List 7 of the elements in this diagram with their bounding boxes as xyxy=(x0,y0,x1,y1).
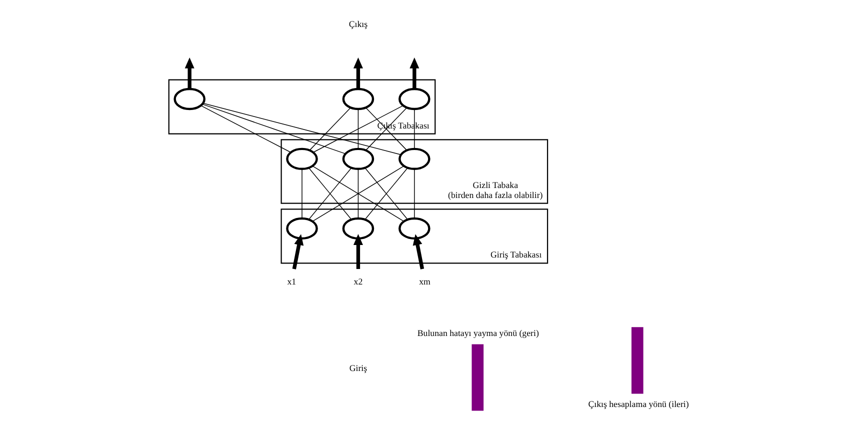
label: Giriş xyxy=(348,362,367,373)
label: Çıkış xyxy=(348,18,368,29)
label: Bulunan hatayı yayma yönü (geri) xyxy=(416,328,538,338)
node-text: xm xyxy=(418,276,430,287)
node-text: x1 xyxy=(286,276,296,287)
node-text: x2 xyxy=(353,276,362,287)
label: Çıkış hesaplama yönü (ileri) xyxy=(588,398,688,409)
